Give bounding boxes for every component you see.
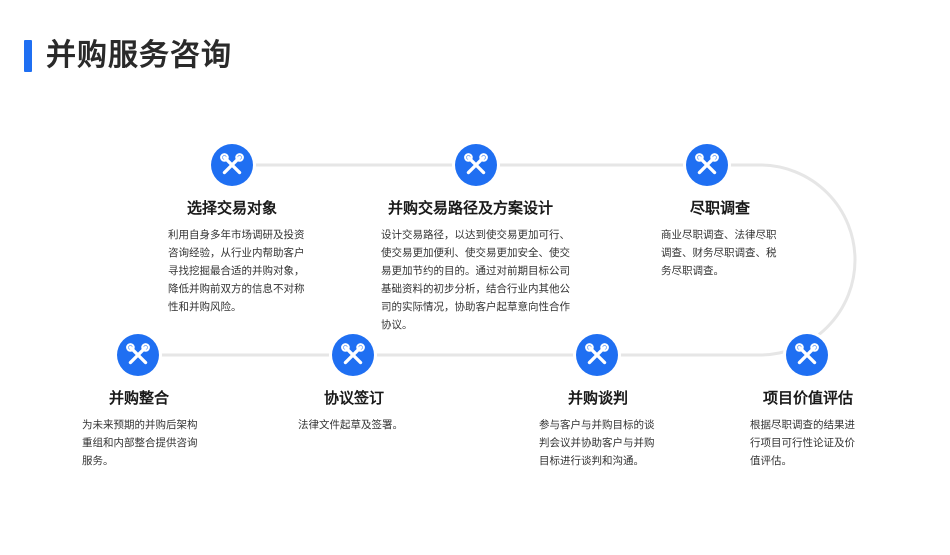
step-negotiation-desc: 参与客户与并购目标的谈判会议并协助客户与并购目标进行谈判和沟通。	[539, 419, 655, 467]
tools-icon	[695, 153, 719, 175]
step-select-target-title: 选择交易对象	[187, 199, 278, 217]
tools-icon	[795, 343, 819, 365]
step-valuation-title: 项目价值评估	[763, 389, 854, 407]
title-accent-bar	[24, 40, 32, 72]
step-due-diligence-node[interactable]	[686, 144, 728, 186]
step-agreement-node[interactable]	[332, 334, 374, 376]
step-integration-node[interactable]	[117, 334, 159, 376]
step-agreement-desc: 法律文件起草及签署。	[298, 419, 403, 431]
tools-icon	[220, 153, 244, 175]
step-due-diligence-desc: 商业尽职调查、法律尽职调查、财务尽职调查、税务尽职调查。	[661, 229, 777, 277]
step-valuation-desc: 根据尽职调查的结果进行项目可行性论证及价值评估。	[750, 419, 855, 467]
tools-icon	[126, 343, 150, 365]
step-due-diligence-title: 尽职调查	[690, 199, 751, 217]
step-integration-desc: 为未来预期的并购后架构重组和内部整合提供咨询服务。	[82, 419, 198, 467]
step-negotiation-node[interactable]	[576, 334, 618, 376]
step-valuation-node[interactable]	[786, 334, 828, 376]
step-transaction-path-desc: 设计交易路径，以达到使交易更加可行、使交易更加便利、使交易更加安全、使交易更加节…	[381, 229, 570, 331]
tools-icon	[464, 153, 488, 175]
step-integration-title: 并购整合	[109, 389, 170, 407]
step-negotiation-title: 并购谈判	[568, 389, 629, 407]
step-transaction-path-title: 并购交易路径及方案设计	[388, 199, 554, 217]
step-transaction-path-node[interactable]	[455, 144, 497, 186]
tools-icon	[585, 343, 609, 365]
tools-icon	[341, 343, 365, 365]
page-title: 并购服务咨询	[46, 38, 232, 73]
step-select-target-node[interactable]	[211, 144, 253, 186]
step-agreement-title: 协议签订	[324, 389, 385, 407]
step-select-target-desc: 利用自身多年市场调研及投资咨询经验，从行业内帮助客户寻找挖掘最合适的并购对象， …	[168, 229, 305, 313]
